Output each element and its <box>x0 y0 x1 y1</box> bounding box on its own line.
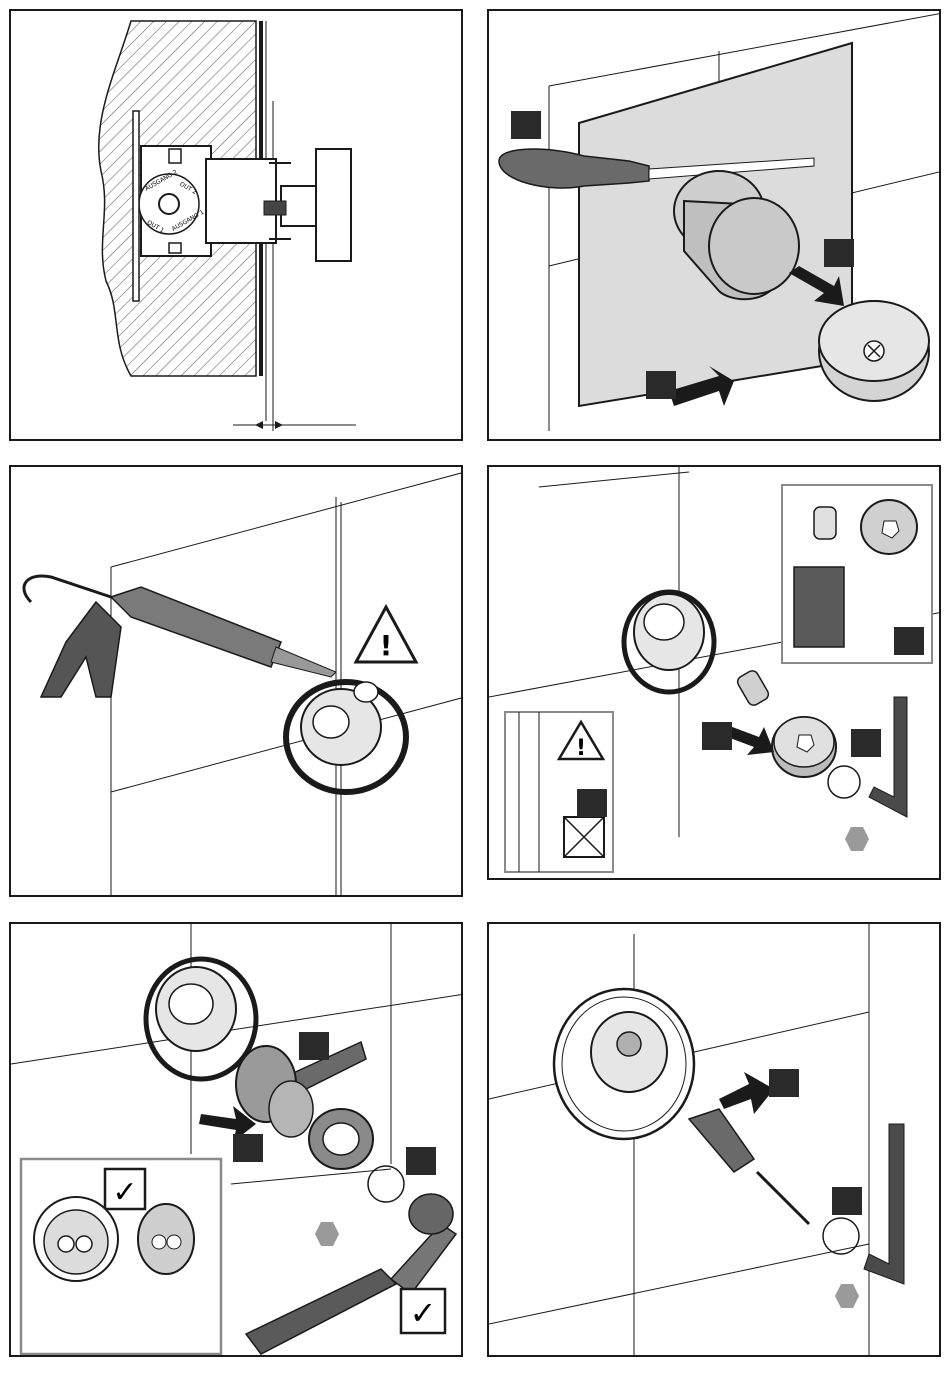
step-marker-2 <box>233 1134 263 1162</box>
flush-plug <box>735 669 770 708</box>
step-marker-2 <box>702 722 732 750</box>
warning-icon-inset: ! <box>576 736 586 761</box>
panel-flush-system: ! <box>487 465 941 880</box>
panel-apply-sealant: ! <box>9 465 463 897</box>
step-marker-1 <box>894 627 924 655</box>
spindle-extension <box>689 1109 754 1172</box>
spindle <box>617 1032 641 1056</box>
step-marker-2 <box>824 239 854 267</box>
caulk-gun-hook <box>24 576 111 602</box>
panel-1-drawing: AUSGANG 2 OUT 2 AUSGANG 1 OUT 1 <box>11 11 463 441</box>
warning-icon: ! <box>380 629 393 662</box>
panel-5-drawing: ✓ ✓ <box>11 924 463 1357</box>
panel-3-drawing: ! <box>11 467 463 897</box>
panel-4-drawing: ! <box>489 467 941 880</box>
torque-wrench <box>246 1269 396 1354</box>
allen-key <box>864 1124 904 1284</box>
storage-box <box>794 567 844 647</box>
check-icon: ✓ <box>410 1294 437 1332</box>
step-marker-4 <box>577 789 607 817</box>
panel-install-cartridge: ✓ ✓ <box>9 922 463 1357</box>
step-marker-4 <box>406 1147 436 1175</box>
step-marker-2 <box>832 1187 862 1215</box>
step-marker-1 <box>769 1069 799 1097</box>
step-marker-upper <box>299 1032 329 1060</box>
caulk-gun-handle <box>41 602 121 697</box>
check-icon-inset: ✓ <box>112 1175 137 1210</box>
caulk-cartridge <box>111 587 281 667</box>
step-marker-3 <box>646 371 676 399</box>
panel-install-extension <box>487 922 941 1357</box>
panel-rough-in-depth: AUSGANG 2 OUT 2 AUSGANG 1 OUT 1 <box>9 9 463 441</box>
step-marker-3 <box>851 729 881 757</box>
panel-6-drawing <box>489 924 941 1357</box>
step-marker-1 <box>511 111 541 139</box>
panel-2-drawing <box>489 11 941 441</box>
panel-remove-plaster-guard <box>487 9 941 441</box>
